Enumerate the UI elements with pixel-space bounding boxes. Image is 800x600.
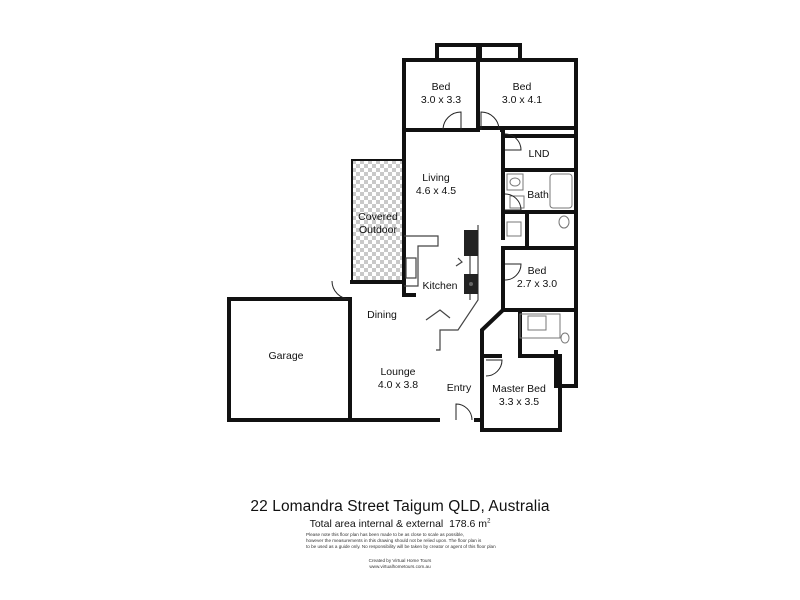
lounge-dining-walls <box>348 280 482 422</box>
total-area-label: Total area internal & external <box>309 518 444 530</box>
bed1-name: Bed <box>432 81 451 93</box>
covered-line1: Covered <box>358 211 398 223</box>
lnd-label: LND <box>528 148 549 160</box>
credit: Created by Virtual Home Tours www.virtua… <box>0 558 800 570</box>
bed3-name: Bed <box>528 265 547 277</box>
east-wing-walls <box>480 128 578 432</box>
living-dims: 4.6 x 4.5 <box>416 185 456 197</box>
disclaimer-line: Please note this floor plan has been mad… <box>306 532 465 537</box>
master-name: Master Bed <box>492 383 546 395</box>
credit-url: www.virtualhometours.com.au <box>369 564 431 569</box>
bed2-dims: 3.0 x 4.1 <box>502 94 542 106</box>
property-address: 22 Lomandra Street Taigum QLD, Australia <box>250 498 550 515</box>
fridge <box>464 230 478 256</box>
living-name: Living <box>422 172 450 184</box>
dining-label: Dining <box>367 309 397 321</box>
cooktop-burner <box>469 282 473 286</box>
door-swings <box>331 111 522 421</box>
master-dims: 3.3 x 3.5 <box>499 396 539 408</box>
bed1-dims: 3.0 x 3.3 <box>421 94 461 106</box>
kitchen-label: Kitchen <box>422 280 457 292</box>
area-unit-sup: 2 <box>487 518 491 525</box>
covered-outdoor-area <box>351 159 405 283</box>
covered-line2: Outdoor <box>359 224 397 236</box>
disclaimer: Please note this floor plan has been mad… <box>306 532 566 550</box>
credit-line: Created by Virtual Home Tours <box>368 558 432 563</box>
garage-label: Garage <box>268 350 303 362</box>
lounge-dims: 4.0 x 3.8 <box>378 379 418 391</box>
bed3-dims: 2.7 x 3.0 <box>517 278 557 290</box>
lounge-name: Lounge <box>380 366 415 378</box>
entry-label: Entry <box>447 382 472 394</box>
bath-fixtures <box>506 173 573 344</box>
top-bedroom-walls <box>402 43 578 132</box>
disclaimer-line: however the measurements in this drawing… <box>306 538 482 543</box>
bed2-name: Bed <box>513 81 532 93</box>
bath-label: Bath <box>527 189 549 201</box>
total-area-value: 178.6 m <box>449 518 488 530</box>
total-area: Total area internal & external 178.6 m2 <box>0 518 800 530</box>
living-walls <box>402 128 505 297</box>
disclaimer-line: to be used as a guide only. No responsib… <box>306 544 496 549</box>
